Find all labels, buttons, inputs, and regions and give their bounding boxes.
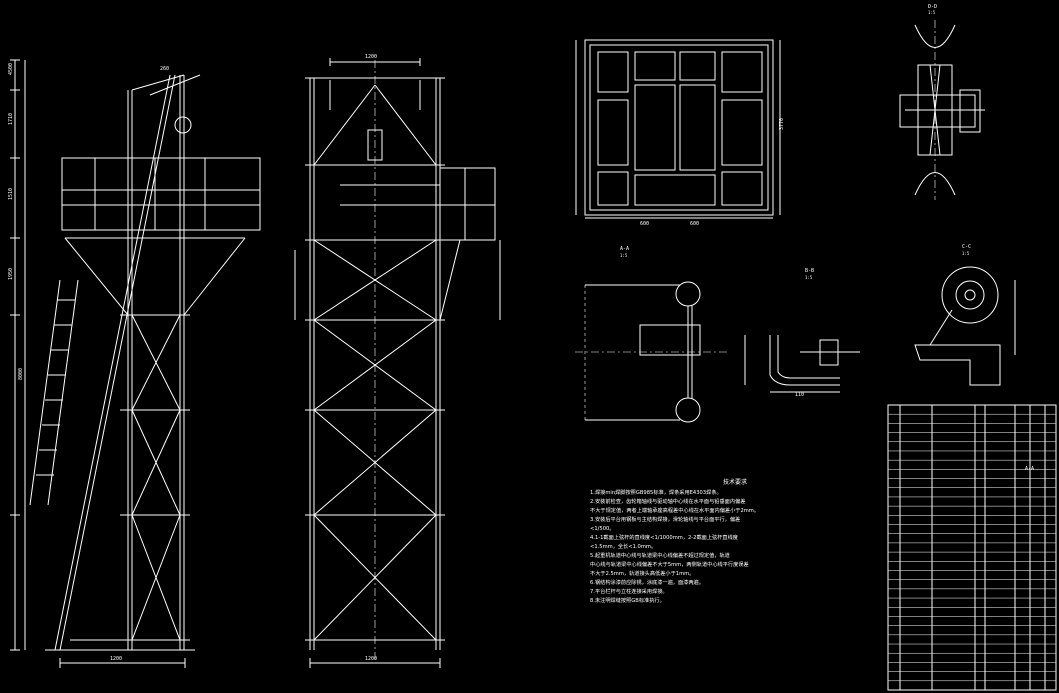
- plan-right-dim: 600: [690, 221, 699, 227]
- section-c-title: C-C: [962, 244, 971, 250]
- plan-view: [575, 39, 781, 219]
- section-a-title-text: A-A: [620, 246, 629, 252]
- technical-requirements: 技术要求 1.焊接min焊脚按照GB985标准，焊条采用E4303焊条。 2.安…: [590, 478, 880, 606]
- section-c-view: [914, 266, 1016, 386]
- notes-line: 8.未注明焊缝按照GB标准执行。: [590, 598, 665, 604]
- front-height-2: 1510: [8, 188, 14, 200]
- side-bottom-dim: 1200: [365, 656, 377, 662]
- notes-line: 3.安装后平台用钢板与主结构焊接，滑轮轴线与平台面平行，偏差: [590, 517, 741, 523]
- side-view-tower: [294, 58, 501, 668]
- front-bottom-dim: 1200: [110, 656, 122, 662]
- section-b-view: [744, 335, 860, 393]
- plan-left-dim: 600: [640, 221, 649, 227]
- notes-line: <1/500。: [590, 526, 615, 532]
- section-b-title: B-B: [805, 268, 814, 274]
- section-a-view: [575, 281, 730, 423]
- notes-line: 4.1-1截面上弦杆的直线度<1/1000mm，2-2截面上弦杆直线度: [590, 535, 738, 541]
- section-a-title: A-A: [1025, 466, 1034, 472]
- notes-line: 5.起重机轨道中心线与轨道梁中心线偏差不超过规定值，轨道: [590, 553, 730, 559]
- section-c-scale: 1:5: [962, 251, 970, 256]
- b-detail-length: 110: [795, 392, 804, 398]
- front-height-4: 8000: [18, 368, 24, 380]
- notes-line: 2.安装前检查，齿轮箱轴线与驱动轴中心线在水平面与铅垂面内偏差: [590, 499, 746, 505]
- front-top-dim: 260: [160, 66, 169, 72]
- notes-line: 不大于2.5mm，轨道接头高低差小于1mm。: [590, 571, 695, 577]
- notes-title: 技术要求: [722, 479, 747, 486]
- drawing-labels: 260 1200 1200 1200 600 600 A-A A-A 1:5 B…: [8, 4, 1034, 662]
- front-height-1: 1710: [8, 113, 14, 125]
- pulley-section: [899, 20, 985, 200]
- section-a-scale: 1:5: [620, 253, 628, 258]
- notes-line: 不大于规定值，两者上端轴承座高程差中心线在水平面内偏差小于2mm。: [590, 508, 760, 514]
- notes-line: <1.5mm，全长<1.0mm。: [590, 544, 657, 550]
- side-top-dim: 1200: [365, 54, 377, 60]
- front-height-0: 4500: [8, 63, 14, 75]
- section-d-title: D-D: [928, 4, 937, 10]
- front-height-3: 1950: [8, 268, 14, 280]
- bom-table: [887, 404, 1057, 691]
- notes-line: 7.平台栏杆与立柱连接采用焊接。: [590, 589, 668, 595]
- notes-line: 1.焊接min焊脚按照GB985标准，焊条采用E4303焊条。: [590, 490, 722, 496]
- section-b-scale: 1:5: [805, 275, 813, 280]
- front-view-tower: [10, 59, 261, 668]
- notes-line: 中心线与轨道梁中心线偏差不大于5mm，两侧轨道中心线平行度误差: [590, 562, 749, 568]
- notes-line: 6.钢结构涂漆前应除锈，涂底漆一遍，面漆两遍。: [590, 580, 704, 586]
- section-d-scale: 1:5: [928, 10, 936, 15]
- plan-width-dim: 3770: [779, 118, 785, 130]
